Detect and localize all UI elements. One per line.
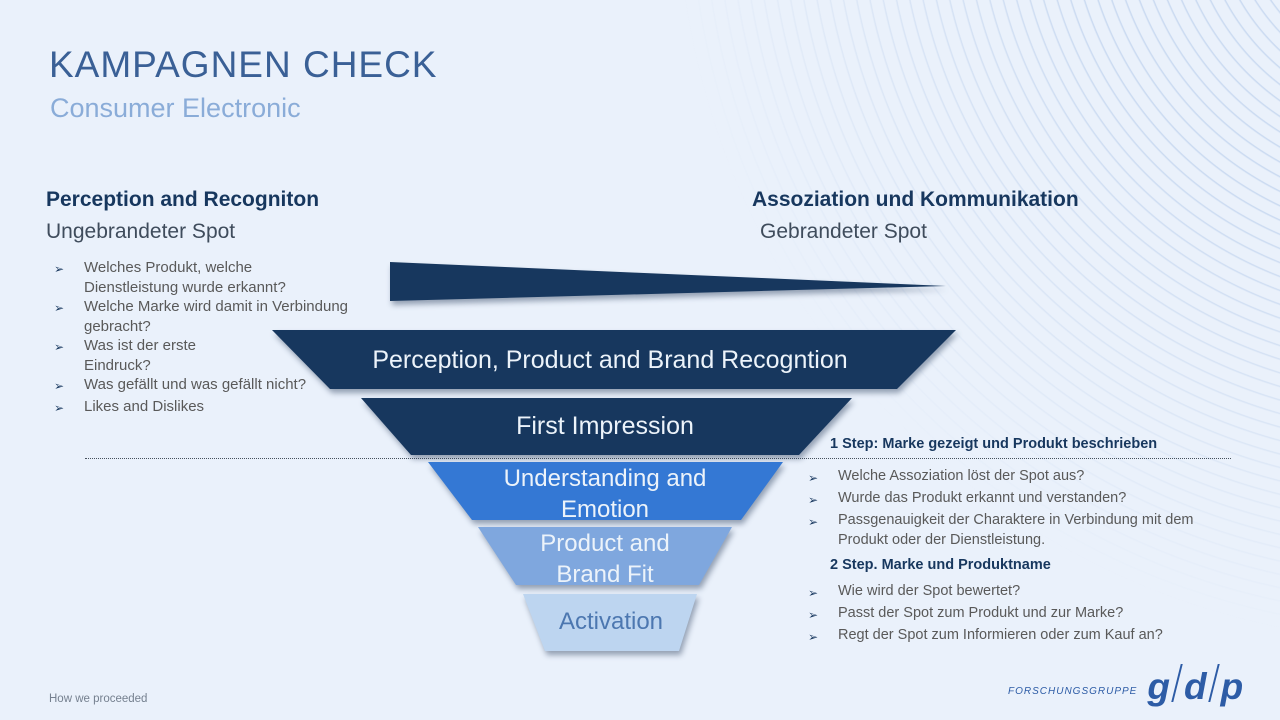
list-item: ➢ Was ist der erste Eindruck? (54, 336, 414, 375)
list-item: ➢ Wurde das Produkt erkannt und verstand… (808, 488, 1268, 510)
forschungsgruppe-gdp-logo: FORSCHUNGSGRUPPE g d p (1008, 664, 1244, 707)
bullet-text: Was ist der erste Eindruck? (84, 337, 196, 374)
funnel-stage-perception (272, 330, 956, 389)
list-item: ➢ Welches Produkt, welche Dienstleistung… (54, 258, 414, 297)
funnel-label-understanding: Understanding and Emotion (503, 465, 707, 523)
left-section-subheading: Ungebrandeter Spot (46, 220, 236, 243)
funnel-stage-activation (523, 594, 697, 651)
bullet-text: Regt der Spot zum Informieren oder zum K… (838, 627, 1163, 643)
page-title: KAMPAGNEN CHECK (49, 44, 438, 85)
arrow-bullet-icon: ➢ (808, 586, 819, 600)
funnel-stage-understanding (428, 462, 783, 520)
logo-letters: g d p (1147, 664, 1244, 707)
bullet-text: Wurde das Produkt erkannt und verstanden… (838, 490, 1127, 506)
funnel-label-activation: Activation (558, 608, 664, 635)
list-item: ➢ Welche Assoziation löst der Spot aus? (808, 466, 1268, 488)
list-item: ➢ Likes and Dislikes (54, 397, 414, 419)
list-item: ➢ Passgenauigkeit der Charaktere in Verb… (808, 510, 1268, 550)
right-section-subheading: Gebrandeter Spot (760, 220, 927, 243)
list-item: ➢ Welche Marke wird damit in Verbindung … (54, 297, 414, 336)
logo-letter-p: p (1220, 666, 1244, 707)
funnel-stage-product-brand-fit (478, 527, 732, 585)
arrow-bullet-icon: ➢ (808, 471, 819, 485)
arrow-bullet-icon: ➢ (808, 608, 819, 622)
bullet-text: Welches Produkt, welche Dienstleistung w… (84, 259, 286, 296)
logo-letter-g: g (1147, 666, 1170, 707)
arrow-bullet-icon: ➢ (54, 301, 65, 315)
bullet-text: Welche Marke wird damit in Verbindung ge… (84, 298, 349, 335)
list-item: ➢ Regt der Spot zum Informieren oder zum… (808, 625, 1268, 647)
bullet-text: Likes and Dislikes (84, 397, 205, 415)
arrow-bullet-icon: ➢ (54, 340, 65, 354)
arrow-bullet-icon: ➢ (54, 262, 65, 276)
bullet-text: Passgenauigkeit der Charaktere in Verbin… (838, 512, 1194, 548)
list-item: ➢ Passt der Spot zum Produkt und zur Mar… (808, 603, 1268, 625)
arrow-bullet-icon: ➢ (54, 379, 65, 393)
funnel-label-perception: Perception, Product and Brand Recogntion (372, 346, 848, 374)
bullet-text: Welche Assoziation löst der Spot aus? (838, 468, 1085, 484)
arrow-bullet-icon: ➢ (808, 630, 819, 644)
bullet-text: Wie wird der Spot bewertet? (838, 583, 1021, 599)
funnel-top-wedge (390, 262, 946, 301)
bullet-text: Passt der Spot zum Produkt und zur Marke… (838, 605, 1124, 621)
page-subtitle: Consumer Electronic (50, 93, 301, 123)
arrow-bullet-icon: ➢ (808, 493, 819, 507)
list-item: ➢ Was gefällt und was gefällt nicht? (54, 375, 414, 397)
left-bullet-list: ➢ Welches Produkt, welche Dienstleistung… (54, 258, 414, 418)
logo-letter-d: d (1183, 666, 1207, 707)
arrow-bullet-icon: ➢ (54, 400, 65, 415)
step2-heading: 2 Step. Marke und Produktname (830, 557, 1051, 573)
step2-bullet-list: ➢ Wie wird der Spot bewertet? ➢ Passt de… (808, 581, 1268, 647)
funnel-label-first-impression: First Impression (516, 412, 694, 440)
logo-wordmark: FORSCHUNGSGRUPPE (1008, 686, 1138, 697)
arrow-bullet-icon: ➢ (808, 515, 819, 529)
logo-divider (1171, 664, 1183, 702)
funnel-stage-first-impression (361, 398, 852, 455)
dashed-divider (85, 458, 1231, 459)
left-section-heading: Perception and Recogniton (46, 188, 320, 211)
list-item: ➢ Wie wird der Spot bewertet? (808, 581, 1268, 603)
bullet-text: Was gefällt und was gefällt nicht? (84, 376, 307, 393)
step1-heading: 1 Step: Marke gezeigt und Produkt beschr… (830, 436, 1158, 452)
logo-divider (1207, 664, 1220, 702)
step1-bullet-list: ➢ Welche Assoziation löst der Spot aus? … (808, 466, 1268, 550)
footer-note: How we proceeded (49, 693, 148, 705)
funnel-label-product-brand-fit: Product and Brand Fit (540, 530, 670, 588)
right-section-heading: Assoziation und Kommunikation (752, 188, 1079, 211)
